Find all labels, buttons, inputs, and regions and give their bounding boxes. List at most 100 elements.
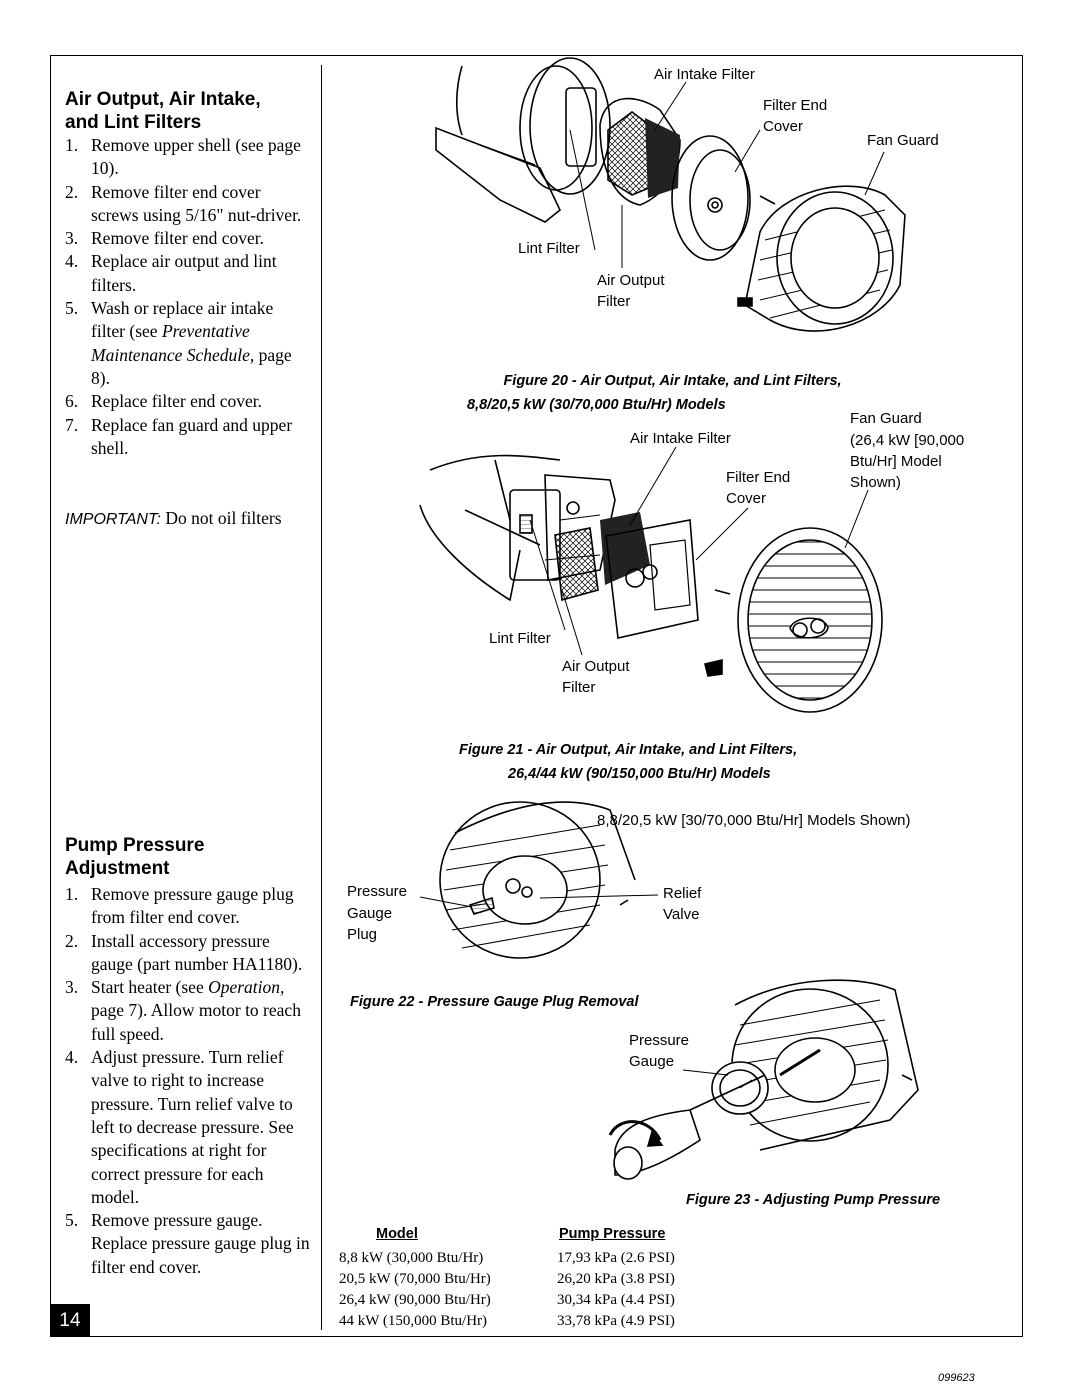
step-text: page 8). <box>91 344 292 388</box>
step-text: Remove filter end cover. <box>91 228 264 249</box>
step-number: 4. <box>65 251 79 272</box>
table-cell-model: 26,4 kW (90,000 Btu/Hr) <box>339 1292 491 1308</box>
step-number: 7. <box>65 414 79 435</box>
step-number: 5. <box>65 298 79 319</box>
step-text: Replace filter end cover. <box>91 391 263 412</box>
list-item: 2. Install accessory pressure gauge (part… <box>65 930 310 977</box>
table-header-model: Model <box>376 1226 418 1242</box>
step-text: Install accessory pressure gauge (part n… <box>91 930 303 974</box>
step-number: 4. <box>65 1047 79 1068</box>
step-number: 2. <box>65 930 79 951</box>
step-number: 3. <box>65 228 79 249</box>
label-air-output-filter: Air Output <box>562 658 630 675</box>
filter-steps-list: 1. Remove upper shell (see page 10). 2. Re… <box>65 134 310 460</box>
step-reference: Preventative Maintenance Schedule, <box>91 321 255 365</box>
figure-21-caption-line2: 26,4/44 kW (90/150,000 Btu/Hr) Models <box>508 766 771 782</box>
figure-20-drawing <box>435 57 906 332</box>
figure-20-caption: Figure 20 - Air Output, Air Intake, and … <box>330 370 1015 392</box>
step-number: 3. <box>65 977 79 998</box>
step-reference: Operation, <box>208 977 285 998</box>
step-text: Replace air output and lint filters. <box>91 251 277 295</box>
step-number: 5. <box>65 1210 79 1231</box>
list-item: 6. Replace filter end cover. <box>65 390 310 413</box>
important-label: IMPORTANT: <box>65 511 161 528</box>
label-relief-valve: Valve <box>663 906 700 923</box>
label-pressure-gauge: Gauge <box>629 1053 675 1070</box>
label-relief-valve: Relief <box>663 885 702 902</box>
label-air-output-filter: Filter <box>597 293 631 310</box>
label-fan-guard: Fan Guard <box>850 410 922 427</box>
step-text: Replace fan guard and upper shell. <box>91 414 293 458</box>
list-item: 4. Replace air output and lint filters. <box>65 250 310 297</box>
label-air-intake-filter: Air Intake Filter <box>654 66 755 83</box>
label-pressure-gauge-plug: Pressure <box>347 883 408 900</box>
label-pressure-gauge-plug: Gauge <box>347 905 393 922</box>
step-text: page 7). Allow motor to reach full speed… <box>91 1000 301 1044</box>
table-cell-pressure: 26,20 kPa (3.8 PSI) <box>557 1271 675 1287</box>
step-text: Remove filter end cover screws using 5/1… <box>91 181 302 225</box>
page-frame <box>50 55 1023 1337</box>
step-text: Remove pressure gauge. Replace pressure … <box>91 1210 310 1277</box>
label-fan-guard-note: Btu/Hr] Model <box>850 453 942 470</box>
list-item: 3. Remove filter end cover. <box>65 227 310 250</box>
label-pressure-gauge-plug: Plug <box>347 926 378 943</box>
step-text: Adjust pressure. Turn relief valve to ri… <box>91 1047 294 1207</box>
label-air-output-filter: Filter <box>562 679 596 696</box>
step-text: Remove upper shell (see page 10). <box>91 135 301 179</box>
list-item: 5. Remove pressure gauge. Replace pressur… <box>65 1209 310 1279</box>
figure-21-drawing <box>419 446 883 713</box>
step-text: Start heater (see <box>91 977 209 998</box>
table-cell-model: 20,5 kW (70,000 Btu/Hr) <box>339 1271 491 1287</box>
table-cell-pressure: 33,78 kPa (4.9 PSI) <box>557 1313 675 1329</box>
list-item: 1. Remove pressure gauge plug from filter… <box>65 883 310 930</box>
important-text: Do not oil filters <box>161 508 282 528</box>
list-item: 1. Remove upper shell (see page 10). <box>65 134 310 181</box>
step-text: Wash or replace air intake filter (see <box>91 298 274 342</box>
step-number: 6. <box>65 391 79 412</box>
label-fan-guard-note: (26,4 kW [90,000 <box>850 432 965 449</box>
section-title-line: Air Output, Air Intake, <box>65 89 261 110</box>
figure-23-caption: Figure 23 - Adjusting Pump Pressure <box>686 1192 941 1208</box>
section-title-pump: Pump Pressure Adjustment <box>65 834 204 880</box>
label-filter-end-cover: Filter End <box>763 97 828 114</box>
label-pressure-gauge: Pressure <box>629 1032 690 1049</box>
section-title-line: and Lint Filters <box>65 112 202 133</box>
section-title-filters: Air Output, Air Intake, and Lint Filters <box>65 88 261 134</box>
label-filter-end-cover: Filter End <box>726 469 791 486</box>
table-cell-pressure: 30,34 kPa (4.4 PSI) <box>557 1292 675 1308</box>
figure-20-caption-line2: 8,8/20,5 kW (30/70,000 Btu/Hr) Models <box>467 397 726 413</box>
label-air-output-filter: Air Output <box>597 272 665 289</box>
pump-steps-list: 1. Remove pressure gauge plug from filter… <box>65 883 310 1279</box>
list-item: 2. Remove filter end cover screws using 5… <box>65 181 310 228</box>
table-cell-pressure: 17,93 kPa (2.6 PSI) <box>557 1250 675 1266</box>
figure-22-caption: Figure 22 - Pressure Gauge Plug Removal <box>350 994 639 1010</box>
label-filter-end-cover: Cover <box>726 490 767 507</box>
table-cell-model: 44 kW (150,000 Btu/Hr) <box>339 1313 488 1329</box>
list-item: 3. Start heater (see Operation, page 7). … <box>65 976 310 1046</box>
label-lint-filter: Lint Filter <box>518 240 580 257</box>
label-filter-end-cover: Cover <box>763 118 804 135</box>
step-number: 1. <box>65 135 79 155</box>
label-lint-filter: Lint Filter <box>489 630 551 647</box>
page-number: 14 <box>50 1304 90 1337</box>
section-title-line: Adjustment <box>65 858 170 879</box>
important-note: IMPORTANT: Do not oil filters <box>65 507 305 531</box>
document-code: 099623 <box>938 1372 975 1384</box>
figure-23-drawing <box>608 979 919 1180</box>
section-title-line: Pump Pressure <box>65 835 205 856</box>
step-number: 1. <box>65 884 79 904</box>
step-number: 2. <box>65 181 79 202</box>
label-air-intake-filter: Air Intake Filter <box>630 430 731 447</box>
figure-22-drawing <box>419 801 659 959</box>
label-fan-guard: Fan Guard <box>867 132 939 149</box>
list-item: 5. Wash or replace air intake filter (see… <box>65 297 310 390</box>
table-header-pump-pressure: Pump Pressure <box>559 1226 666 1242</box>
label-models-shown: 8,8/20,5 kW [30/70,000 Btu/Hr] Models Sh… <box>597 812 911 829</box>
step-text: Remove pressure gauge plug from filter e… <box>91 884 294 928</box>
list-item: 4. Adjust pressure. Turn relief valve to … <box>65 1046 310 1209</box>
label-fan-guard-note: Shown) <box>850 474 901 491</box>
list-item: 7. Replace fan guard and upper shell. <box>65 414 310 461</box>
table-cell-model: 8,8 kW (30,000 Btu/Hr) <box>339 1250 484 1266</box>
caption-line: Figure 20 - Air Output, Air Intake, and … <box>503 373 842 389</box>
